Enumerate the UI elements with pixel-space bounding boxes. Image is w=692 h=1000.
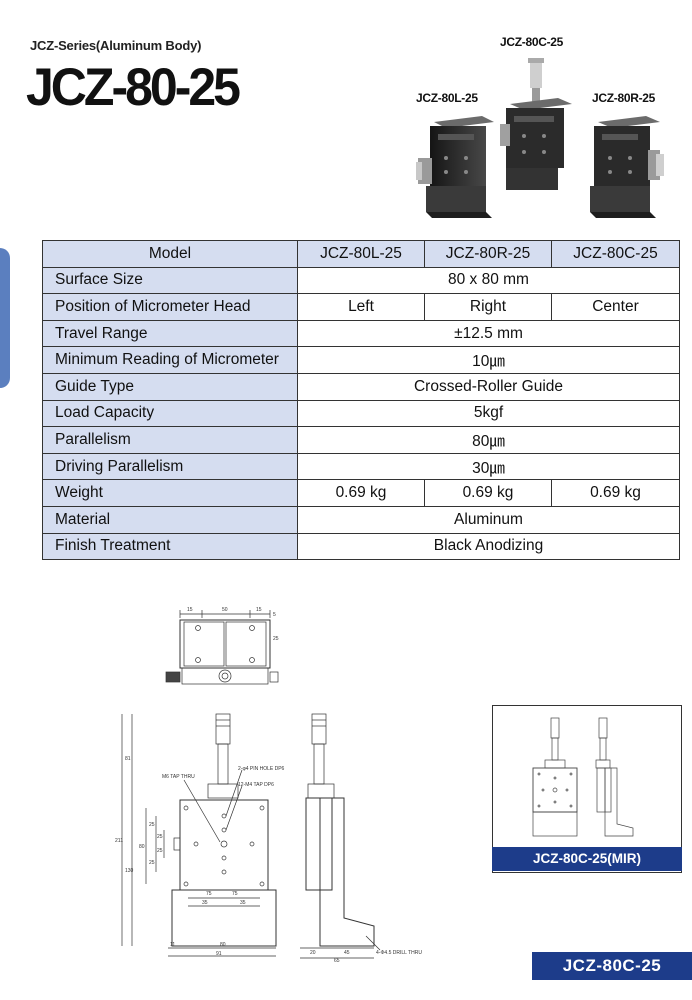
dim-label: 25 [273, 636, 279, 642]
note-label: 12-M4 TAP DP6 [238, 782, 274, 788]
dim-label: 5 [273, 612, 276, 618]
dim-label: 15 [256, 607, 262, 613]
header-cell: JCZ-80C-25 [551, 240, 680, 268]
table-row: Minimum Reading of Micrometer 10㎛ [42, 346, 680, 374]
row-label: Material [42, 505, 298, 534]
series-subtitle: JCZ-Series(Aluminum Body) [30, 38, 202, 53]
row-value: Left [297, 293, 425, 321]
header-cell: JCZ-80R-25 [424, 240, 552, 268]
row-value: 0.69 kg [424, 479, 552, 507]
table-row: Driving Parallelism 30㎛ [42, 452, 680, 481]
header-cell: JCZ-80L-25 [297, 240, 425, 268]
row-value: Crossed-Roller Guide [297, 372, 680, 401]
stage-photo-center [500, 58, 572, 190]
row-label: Weight [42, 479, 298, 507]
row-label: Minimum Reading of Micrometer [42, 346, 298, 374]
section-side-tab [0, 248, 10, 388]
row-value: Aluminum [297, 505, 680, 534]
table-row: Surface Size 80 x 80 mm [42, 266, 680, 295]
dim-label: 45 [344, 950, 350, 956]
mir-variant-drawing [532, 717, 634, 837]
row-label: Position of Micrometer Head [42, 293, 298, 321]
header-cell: Model [42, 240, 298, 268]
dim-label: 81 [125, 756, 131, 762]
dim-label: 20 [310, 950, 316, 956]
row-value: 10㎛ [297, 346, 680, 374]
row-value: 80 x 80 mm [297, 266, 680, 295]
note-label: 4-Φ4.5 DRILL THRU [376, 950, 422, 956]
side-view-drawing: 20 45 65 4-Φ4.5 DRILL THRU [300, 713, 422, 962]
row-value: 80㎛ [297, 426, 680, 454]
row-label: Travel Range [42, 319, 298, 348]
dim-label: 25 [157, 834, 163, 840]
mir-variant-label: JCZ-80C-25(MIR) [492, 847, 682, 871]
dim-label: 15 [187, 607, 193, 613]
dim-label: 65 [334, 958, 340, 962]
row-label: Driving Parallelism [42, 452, 298, 481]
table-row: Parallelism 80㎛ [42, 426, 680, 454]
dim-label: 11 [170, 942, 175, 948]
table-row: Guide Type Crossed-Roller Guide [42, 372, 680, 401]
dim-label: 130 [125, 868, 134, 874]
row-label: Surface Size [42, 266, 298, 295]
front-view-drawing: M6 TAP THRU 2-φ4 PIN HOLE DP6 12-M4 TAP … [115, 713, 285, 957]
dim-label: 50 [222, 607, 228, 613]
row-value: ±12.5 mm [297, 319, 680, 348]
dim-label: 75 [232, 891, 238, 897]
product-label-right: JCZ-80R-25 [592, 91, 656, 105]
dim-label: 25 [157, 848, 163, 854]
mir-variant-panel [492, 705, 682, 873]
dim-label: 211 [115, 838, 123, 844]
table-row: Position of Micrometer Head Left Right C… [42, 293, 680, 321]
page-title: JCZ-80-25 [26, 57, 241, 117]
row-value: Center [551, 293, 680, 321]
row-label: Load Capacity [42, 399, 298, 428]
stage-photo-left [416, 116, 494, 218]
dim-label: 80 [139, 844, 145, 850]
dim-label: 25 [149, 822, 155, 828]
note-label: M6 TAP THRU [162, 774, 195, 780]
table-row: Load Capacity 5kgf [42, 399, 680, 428]
table-row: Material Aluminum [42, 505, 680, 534]
row-value: 30㎛ [297, 452, 680, 481]
product-label-center: JCZ-80C-25 [500, 35, 564, 49]
row-value: 0.69 kg [297, 479, 425, 507]
row-value: 0.69 kg [551, 479, 680, 507]
table-row: Travel Range ±12.5 mm [42, 319, 680, 348]
dim-label: 91 [216, 951, 222, 957]
row-value: Right [424, 293, 552, 321]
dim-label: 35 [240, 900, 246, 906]
row-label: Guide Type [42, 372, 298, 401]
dim-label: 35 [202, 900, 208, 906]
product-label-left: JCZ-80L-25 [416, 91, 478, 105]
dim-label: 75 [206, 891, 212, 897]
spec-table: Model JCZ-80L-25 JCZ-80R-25 JCZ-80C-25 S… [42, 240, 680, 561]
dim-label: 25 [149, 860, 155, 866]
top-view-drawing: 15 50 15 5 25 [165, 607, 279, 685]
row-label: Parallelism [42, 426, 298, 454]
note-label: 2-φ4 PIN HOLE DP6 [238, 766, 285, 772]
dim-label: 80 [220, 942, 226, 948]
row-value: Black Anodizing [297, 532, 680, 561]
table-row: Weight 0.69 kg 0.69 kg 0.69 kg [42, 479, 680, 507]
row-value: 5kgf [297, 399, 680, 428]
table-row: Finish Treatment Black Anodizing [42, 532, 680, 561]
footer-model-label: JCZ-80C-25 [532, 952, 692, 980]
table-header-row: Model JCZ-80L-25 JCZ-80R-25 JCZ-80C-25 [42, 240, 680, 268]
stage-photo-right [590, 116, 664, 218]
row-label: Finish Treatment [42, 532, 298, 561]
